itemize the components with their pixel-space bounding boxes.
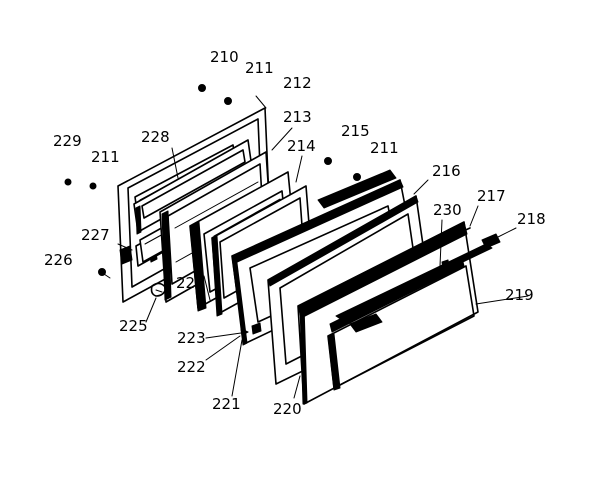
screw-229 [64, 178, 72, 186]
label-218: 218 [517, 210, 546, 228]
label-221: 221 [212, 395, 241, 413]
label-227: 227 [81, 226, 110, 244]
label-223: 223 [177, 329, 206, 347]
label-224: 224 [176, 274, 205, 292]
hardware-parts [64, 84, 361, 297]
label-214: 214 [287, 137, 316, 155]
label-213: 213 [283, 108, 312, 126]
screw-210 [198, 84, 206, 92]
leader-lines [103, 95, 529, 399]
label-228: 228 [141, 128, 170, 146]
label-226: 226 [44, 251, 73, 269]
arrow-223 [240, 328, 249, 336]
hinge-clip-225 [150, 282, 167, 297]
label-230: 230 [433, 201, 462, 219]
door-handle [335, 227, 501, 321]
part-labels: 210 211 212 213 214 215 211 216 217 230 … [44, 48, 546, 418]
label-222: 222 [177, 358, 206, 376]
label-211-right: 211 [370, 139, 399, 157]
label-211-top: 211 [245, 59, 274, 77]
screw-211-right [353, 173, 361, 181]
screw-211-top [224, 97, 232, 105]
outer-door-glass-frame [297, 221, 479, 405]
label-219: 219 [505, 286, 534, 304]
screw-211-left [89, 182, 97, 190]
label-216: 216 [432, 162, 461, 180]
label-215: 215 [341, 122, 370, 140]
label-211-left: 211 [91, 148, 120, 166]
label-210: 210 [210, 48, 239, 66]
label-229: 229 [53, 132, 82, 150]
label-212: 212 [283, 74, 312, 92]
screw-215 [324, 157, 332, 165]
label-217: 217 [477, 187, 506, 205]
label-225: 225 [119, 317, 148, 335]
label-220: 220 [273, 400, 302, 418]
